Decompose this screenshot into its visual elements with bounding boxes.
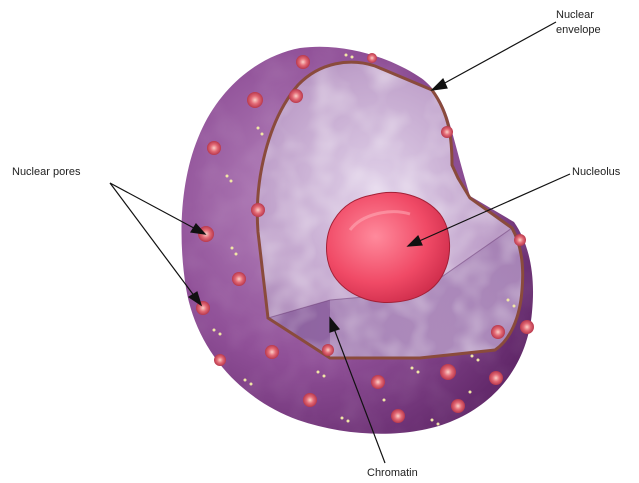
label-nuclear-pores: Nuclear pores	[12, 165, 80, 180]
label-chromatin: Chromatin	[367, 466, 418, 481]
nucleolus	[327, 192, 450, 302]
label-nuclear-envelope: Nuclear envelope	[556, 8, 601, 38]
label-nucleolus: Nucleolus	[572, 165, 620, 180]
arrow-nuclear-envelope	[432, 22, 556, 90]
